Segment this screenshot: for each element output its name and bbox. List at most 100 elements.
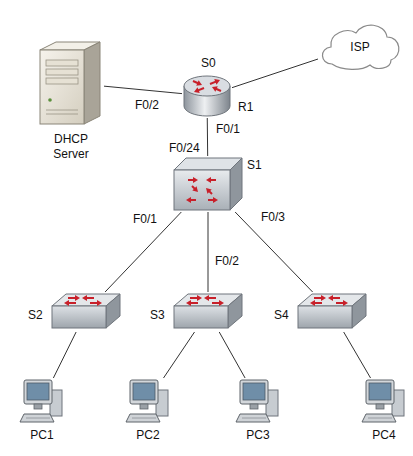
router-icon-svg	[182, 74, 232, 118]
pc-stand	[250, 404, 258, 409]
switch-arrow-head	[328, 295, 333, 301]
pc-icon	[126, 380, 168, 422]
network-link	[164, 332, 195, 378]
router-arrow-head	[196, 80, 202, 85]
switch-arrow-head	[206, 188, 212, 194]
server-icon	[40, 42, 100, 124]
node-label: S4	[274, 308, 289, 323]
router-node: R1	[182, 74, 232, 118]
pc-keys	[368, 418, 392, 419]
cloud-shape	[322, 25, 398, 69]
node-label: DHCP Server	[43, 132, 99, 162]
router-icon	[184, 76, 230, 116]
pc-screen	[27, 383, 49, 400]
network-link	[53, 332, 76, 378]
pc-screen	[133, 383, 155, 400]
network-link	[235, 212, 313, 292]
server-front	[40, 50, 84, 124]
switch-node: S3	[172, 292, 244, 332]
pc-keys	[242, 418, 266, 419]
pc-screen	[369, 383, 391, 400]
port-label: F0/24	[168, 141, 201, 155]
switch-arrow-head	[343, 300, 348, 306]
switch-arrow-head	[186, 300, 191, 306]
node-label: ISP	[350, 40, 369, 55]
switch-side	[352, 294, 366, 328]
network-link	[219, 332, 245, 378]
cloud-icon	[322, 25, 398, 69]
pc-node: PC1	[20, 378, 64, 424]
switch-icon	[298, 294, 366, 328]
node-label: PC2	[126, 428, 170, 443]
node-label: PC4	[362, 428, 406, 443]
pc-icon-svg	[126, 378, 170, 424]
switch-front	[298, 306, 352, 328]
pc-monitor	[130, 380, 158, 404]
switch-node: S2	[50, 292, 122, 332]
switch-arrow-head	[82, 295, 87, 301]
pc-stand	[140, 404, 148, 409]
pc-node: PC2	[126, 378, 170, 424]
network-link	[207, 118, 208, 156]
port-label: F0/2	[134, 98, 160, 112]
pc-icon-svg	[362, 378, 406, 424]
router-arrow-head	[212, 86, 218, 91]
switch-side	[106, 294, 120, 328]
pc-monitor	[366, 380, 394, 404]
port-label: F0/2	[214, 254, 240, 268]
server-icon-svg	[38, 40, 104, 126]
pc-stand	[376, 404, 384, 409]
switch-arrow-head	[192, 186, 198, 192]
server-vent	[46, 110, 78, 111]
pc-icon	[20, 380, 62, 422]
server-vent	[46, 114, 78, 115]
switch-front	[174, 306, 228, 328]
pc-icon-svg	[236, 378, 280, 424]
router-top	[184, 76, 230, 96]
pc-stand	[34, 404, 42, 409]
server-led	[48, 98, 52, 102]
pc-monitor	[24, 380, 52, 404]
core-node: S1	[172, 156, 244, 212]
network-link	[344, 332, 371, 378]
switch-arrow-head	[193, 177, 198, 183]
network-link	[232, 59, 318, 88]
switch-arrow-head	[204, 295, 209, 301]
node-label: R1	[238, 100, 253, 115]
server-drive-bay	[46, 60, 78, 66]
node-label: S3	[150, 308, 165, 323]
switch-icon	[52, 294, 120, 328]
switch-arrow-head	[97, 300, 102, 306]
router-arrow-head	[214, 79, 220, 85]
router-arrow-head	[194, 87, 200, 93]
switch-arrow-head	[321, 295, 326, 301]
network-link	[104, 86, 182, 93]
switch-front	[52, 306, 106, 328]
switch-icon-svg	[296, 292, 368, 332]
pc-keys	[26, 418, 50, 419]
switch-front	[174, 170, 230, 210]
switch-side	[230, 158, 242, 210]
core-icon-svg	[172, 156, 244, 212]
port-label: F0/1	[132, 212, 158, 226]
switch-side	[228, 294, 242, 328]
switch-arrow-head	[219, 300, 224, 306]
pc-icon	[362, 380, 404, 422]
node-label: PC1	[20, 428, 64, 443]
network-link	[208, 212, 209, 292]
pc-icon	[236, 380, 278, 422]
pc-keyboard	[126, 414, 160, 422]
cloud-node: ISP	[318, 20, 402, 70]
node-label: PC3	[236, 428, 280, 443]
node-label: S1	[247, 158, 262, 173]
switch-arrow-head	[75, 295, 80, 301]
pc-node: PC3	[236, 378, 280, 424]
switch-arrow-head	[186, 197, 191, 203]
server-drive-bay	[46, 69, 78, 75]
core-icon	[174, 158, 242, 210]
switch-arrow-head	[310, 300, 315, 306]
port-label: F0/3	[260, 210, 286, 224]
switch-icon	[174, 294, 242, 328]
pc-keyboard	[236, 414, 270, 422]
